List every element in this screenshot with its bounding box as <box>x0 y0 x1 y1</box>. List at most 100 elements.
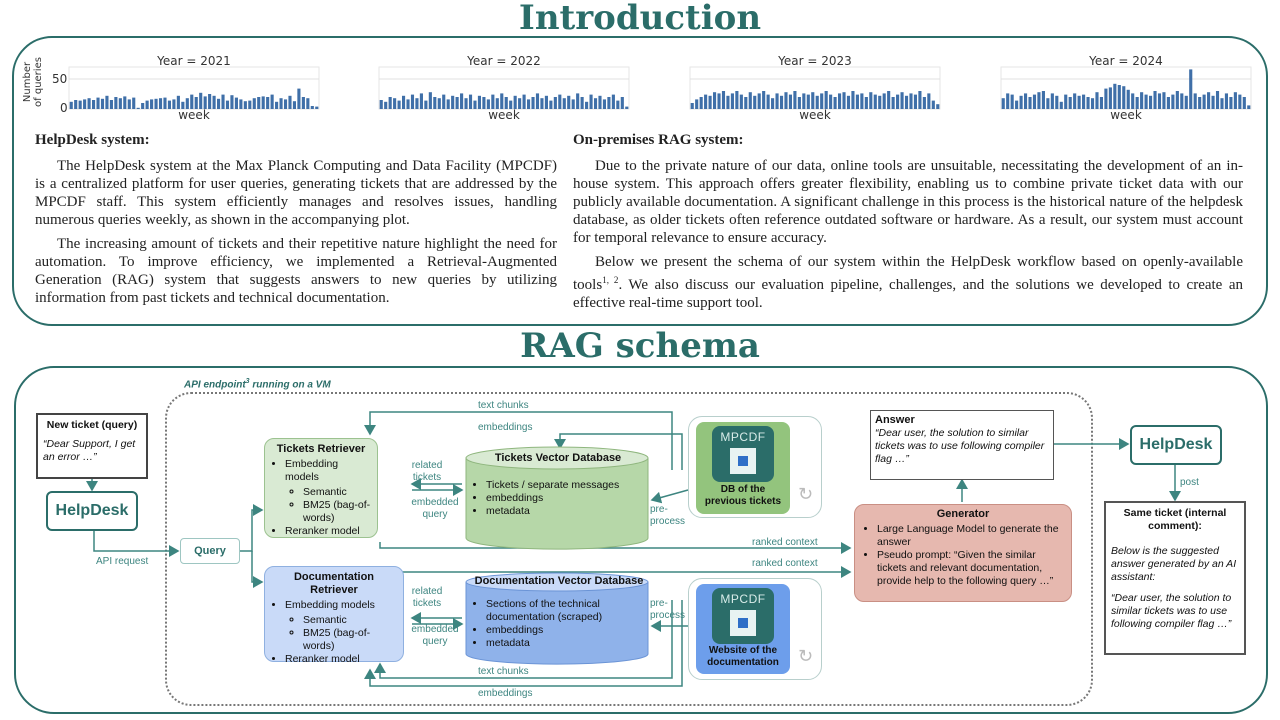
chart-bar <box>123 96 127 109</box>
chart-bar <box>904 95 909 109</box>
chart-bar <box>136 107 140 109</box>
chart-bar <box>446 99 450 109</box>
chart-bar <box>74 100 78 109</box>
chart-bar <box>252 98 256 109</box>
chart-bar <box>815 95 819 109</box>
chart-bar <box>1224 93 1229 109</box>
chart-bar <box>540 98 544 109</box>
new-ticket-box: New ticket (query) “Dear Support, I get … <box>36 413 148 479</box>
chart-bar <box>1023 93 1028 109</box>
chart-xlabel-2024: week <box>1110 108 1142 122</box>
chart-bar <box>1202 94 1206 109</box>
onprem-paragraph-1: Due to the private nature of our data, o… <box>573 158 1243 246</box>
chart-bar <box>1135 97 1139 109</box>
documentation-retriever: Documentation Retriever Embedding models… <box>264 566 404 665</box>
chart-bar <box>806 94 810 109</box>
chart-bar <box>384 101 388 109</box>
chart-bar <box>1090 98 1095 109</box>
chart-bar <box>549 100 553 109</box>
chart-bar <box>855 94 859 109</box>
chart-bar <box>571 99 575 109</box>
chart-bar <box>531 97 535 109</box>
chart-bar <box>779 95 784 109</box>
chart-bar <box>473 100 477 109</box>
chart-bar <box>931 100 935 109</box>
helpdesk-heading: HelpDesk system: <box>35 132 150 148</box>
chart-bar <box>1086 97 1090 109</box>
chart-bar <box>297 88 301 109</box>
api-endpoint-label: API endpoint3 running on a VM <box>182 378 333 391</box>
refresh-icon: ↻ <box>798 484 814 505</box>
chart-bar <box>194 97 198 109</box>
chart-bar <box>306 98 310 109</box>
dr-item-reranker: Reranker model <box>285 653 399 666</box>
chart-bar <box>611 94 615 109</box>
chart-bar <box>793 91 797 109</box>
chart-bar <box>410 94 415 109</box>
chart-bar <box>1198 97 1202 109</box>
chart-bar <box>270 94 274 109</box>
dr-item-embedding: Embedding models <box>285 599 399 612</box>
chart-bar <box>1233 92 1237 109</box>
chart-bar <box>704 94 708 109</box>
api-request-label: API request <box>96 556 149 567</box>
chart-bar <box>257 97 261 109</box>
chart-bar <box>829 94 833 109</box>
chart-bar <box>419 93 423 109</box>
helpdesk-paragraph-2: The increasing amount of tickets and the… <box>35 236 557 306</box>
chart-bar <box>1229 97 1233 109</box>
chart-bar <box>558 94 562 109</box>
chart-title-2024: Year = 2024 <box>1089 54 1163 68</box>
chart-bar <box>167 100 172 109</box>
rag-panel <box>14 366 1268 714</box>
chart-xlabel-2021: week <box>178 108 210 122</box>
chart-bar <box>748 92 752 109</box>
chart-bar <box>927 93 931 109</box>
chart-bar <box>553 97 557 109</box>
chart-bar <box>451 95 455 109</box>
chart-bar <box>869 92 873 109</box>
chart-bar <box>1073 93 1077 109</box>
same-ticket-box: Same ticket (internal comment): Below is… <box>1104 501 1246 655</box>
answer-box: Answer “Dear user, the solution to simil… <box>870 410 1054 480</box>
chart-bar <box>1037 92 1041 109</box>
chart-bar <box>620 97 624 109</box>
helpdesk-left: HelpDesk <box>46 491 138 531</box>
chart-bar <box>1247 105 1251 109</box>
chart-bar <box>593 98 598 109</box>
chart-bar <box>428 92 432 109</box>
chart-bar <box>1117 85 1121 109</box>
chart-bar <box>1028 97 1032 109</box>
chart-bar <box>275 101 279 109</box>
tr-sub-bm25: BM25 (bag-of-words) <box>303 499 373 525</box>
post-label: post <box>1180 477 1199 488</box>
gen-item-llm: Large Language Model to generate the ans… <box>877 523 1065 549</box>
chart-bar <box>225 100 230 109</box>
same-ticket-text-1: Below is the suggested answer generated … <box>1111 545 1237 583</box>
doc-db-title: Documentation Vector Database <box>474 575 644 587</box>
chart-bar <box>1157 93 1162 109</box>
chart-bar <box>1166 97 1170 109</box>
tr-sub-semantic: Semantic <box>303 486 373 499</box>
chart-bar <box>109 100 113 109</box>
chart-bar <box>100 98 105 109</box>
chart-bar <box>788 94 793 109</box>
chart-bar <box>208 94 212 109</box>
chart-bar <box>744 97 748 109</box>
chart-bar <box>784 92 788 109</box>
embeddings-label-top: embeddings <box>478 422 533 433</box>
ddb-item-embeddings: embeddings <box>486 624 648 637</box>
chart-bar <box>771 98 775 109</box>
generator-box: Generator Large Language Model to genera… <box>854 504 1072 602</box>
chart-bar <box>1050 93 1054 109</box>
chart-bar <box>873 94 877 109</box>
new-ticket-text: “Dear Support, I get an error …” <box>43 438 136 463</box>
chart-bar <box>918 91 922 109</box>
chart-bar <box>1055 95 1059 109</box>
chart-bar <box>1077 95 1081 109</box>
chart-bar <box>616 100 620 109</box>
chart-bar <box>185 98 189 109</box>
